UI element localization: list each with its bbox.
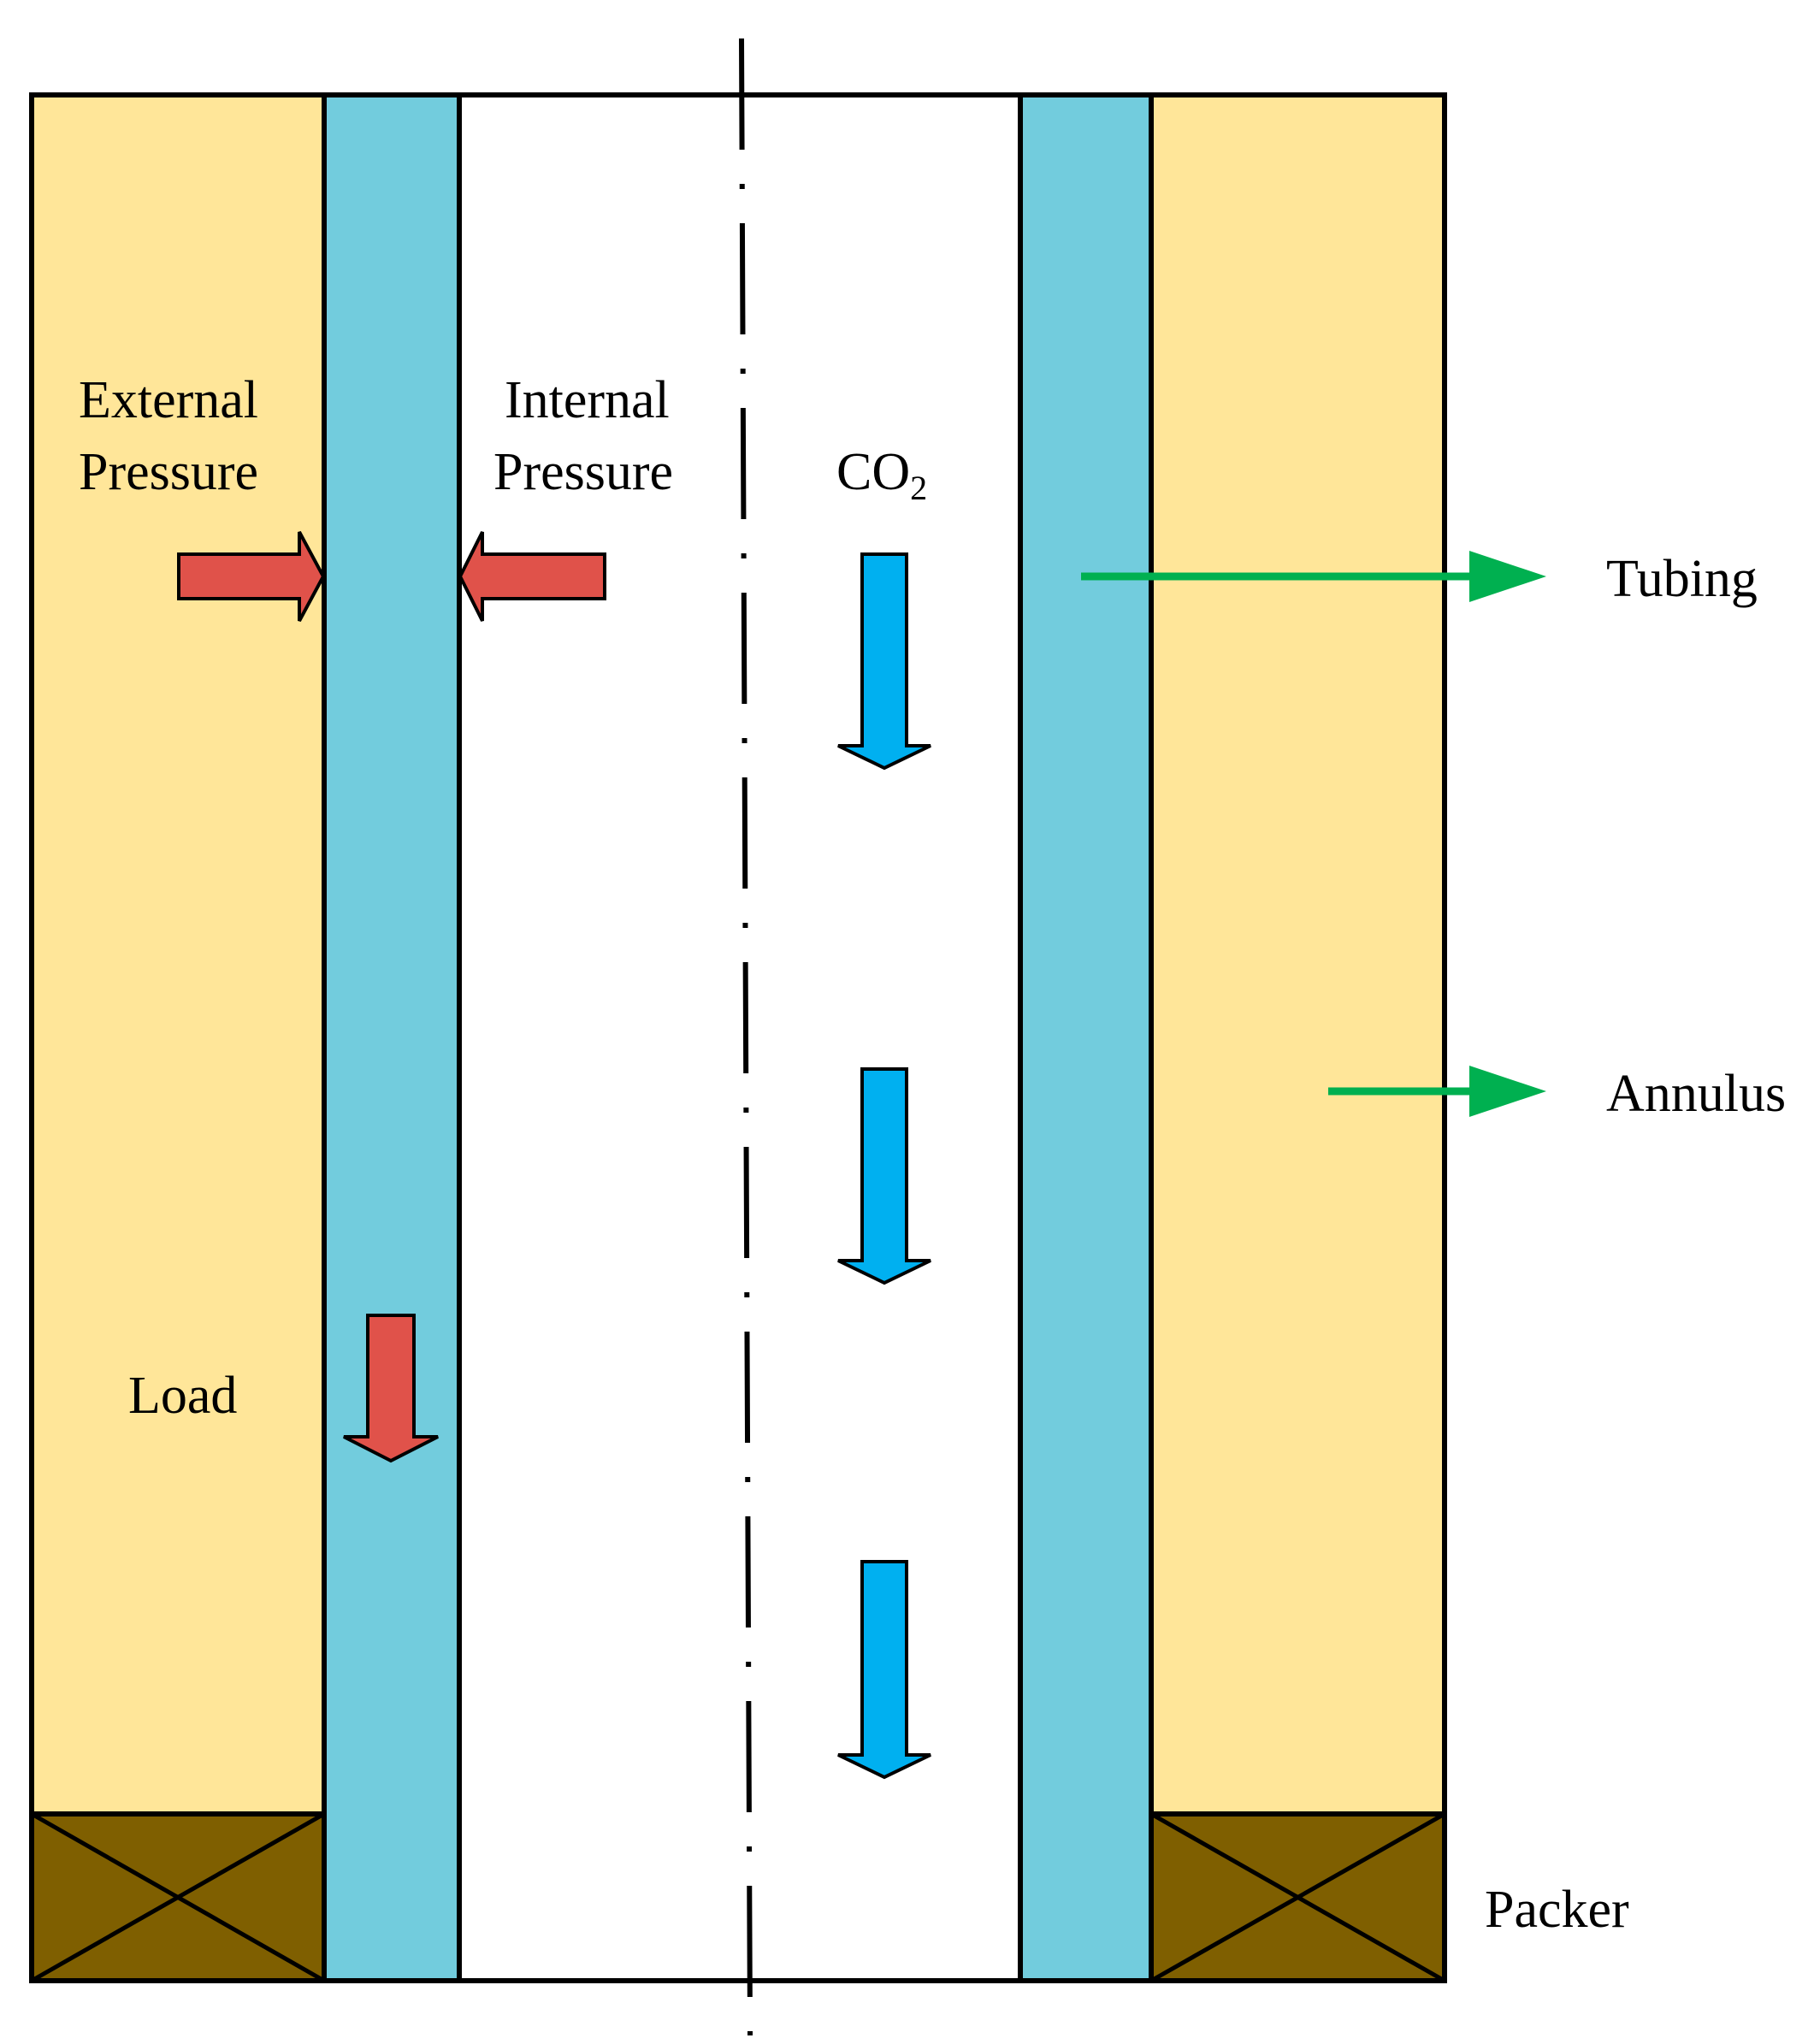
internal-pressure-label: Internal Pressure: [493, 371, 682, 501]
external-pressure-arrow: [177, 531, 326, 622]
tubing-wall-left: [322, 92, 462, 1983]
load-label: Load: [128, 1367, 237, 1425]
annulus-pointer-arrow: [1328, 1066, 1546, 1117]
load-arrow: [343, 1314, 439, 1463]
annulus-label: Annulus: [1606, 1065, 1786, 1123]
packer-right: [1149, 1811, 1447, 1983]
internal-pressure-arrow: [458, 531, 606, 622]
internal-pressure-label-line1: Internal: [505, 371, 670, 429]
centerline: [739, 38, 753, 2036]
external-pressure-label-line1: External: [79, 371, 258, 429]
tubing-pointer-arrow: [1081, 551, 1546, 602]
co2-label: CO2: [836, 443, 927, 507]
internal-pressure-label-line2: Pressure: [493, 443, 673, 501]
tubing-bore: [457, 92, 1023, 1983]
packer-label: Packer: [1485, 1881, 1629, 1939]
tubing-wall-right: [1018, 92, 1154, 1983]
co2-label-subscript: 2: [910, 469, 927, 507]
co2-label-base: CO: [836, 443, 910, 501]
external-pressure-label: External Pressure: [79, 371, 272, 501]
annulus-right: [1149, 92, 1447, 1817]
tubing-label: Tubing: [1606, 550, 1758, 608]
annulus-left: [29, 92, 327, 1817]
co2-flow-arrow-1: [837, 552, 931, 771]
external-pressure-label-line2: Pressure: [79, 443, 258, 501]
co2-flow-arrow-2: [837, 1067, 931, 1285]
packer-left: [29, 1811, 327, 1983]
co2-flow-arrow-3: [837, 1560, 931, 1780]
